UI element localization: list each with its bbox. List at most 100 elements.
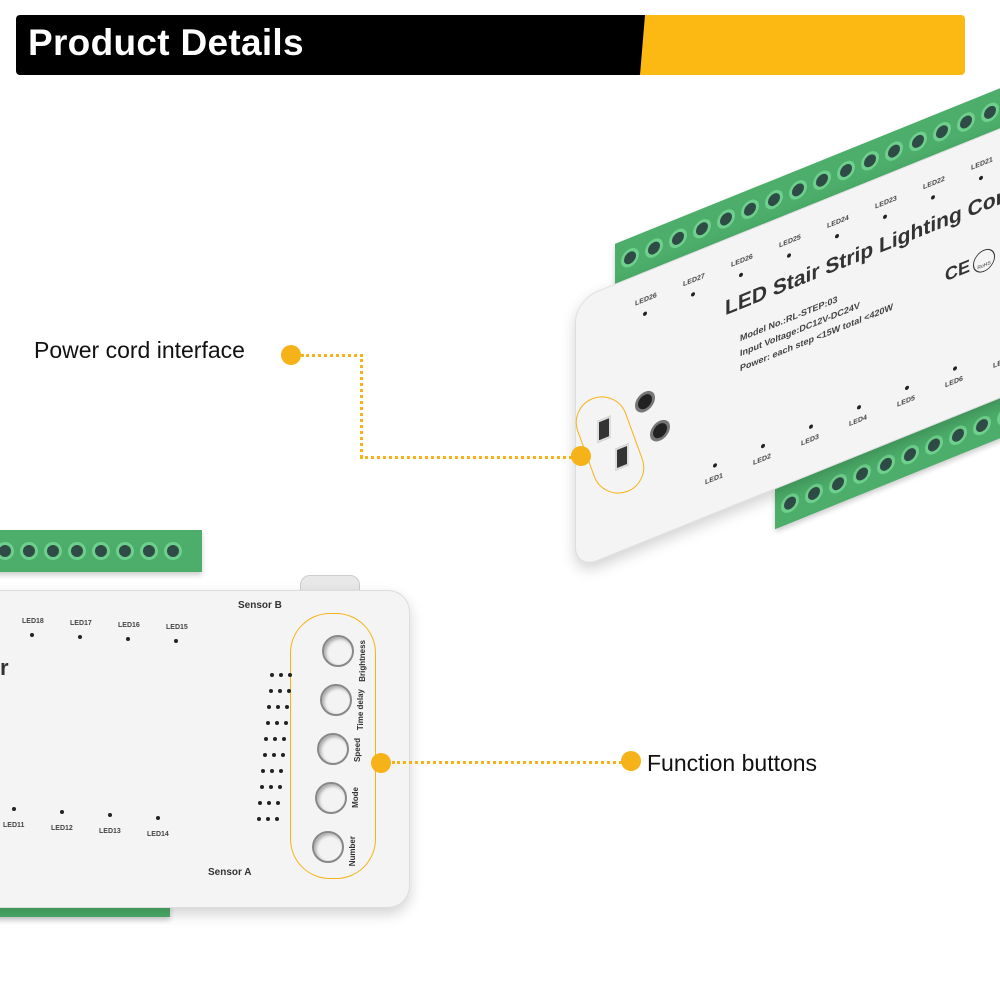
button-mode[interactable] <box>314 782 347 814</box>
vent-dot <box>283 721 288 725</box>
led-label: LED26 <box>635 291 657 308</box>
led-label: LED12 <box>51 825 73 832</box>
led-label: LED15 <box>166 624 188 631</box>
led-indicator <box>787 252 791 259</box>
led-indicator <box>174 639 178 643</box>
led-label: LED25 <box>779 233 801 250</box>
terminal-screw-icon <box>789 177 807 203</box>
terminal-screw-icon <box>837 157 855 184</box>
vent-dot <box>274 817 279 821</box>
vent-dot <box>268 689 273 693</box>
sensor-b-label: Sensor B <box>238 600 282 611</box>
led-indicator <box>12 807 16 811</box>
vent-dot <box>270 673 274 677</box>
led-label: LED26 <box>731 253 753 269</box>
vent-dot <box>258 801 262 805</box>
led-label: LED14 <box>147 831 169 838</box>
vent-dot <box>267 705 271 709</box>
page-title: Product Details <box>28 22 304 63</box>
button-label: Time delay <box>355 689 365 731</box>
led-indicator <box>857 404 861 411</box>
partial-title-letter: r <box>0 655 9 680</box>
led-indicator <box>883 213 887 220</box>
vent-dot <box>265 817 270 821</box>
button-time-delay[interactable] <box>319 684 352 716</box>
callout-line <box>360 354 363 458</box>
vent-dot <box>261 769 265 773</box>
led-indicator <box>739 272 743 278</box>
vent-dot <box>256 817 261 821</box>
button-label: Number <box>348 836 357 867</box>
led-indicator <box>905 385 909 391</box>
vent-dot <box>259 785 264 789</box>
led-label: LED1 <box>705 472 723 487</box>
sensor-a-label: Sensor A <box>208 867 252 878</box>
led-label: LED11 <box>3 822 25 829</box>
controller-device-top: LED Stair Strip Lighting Controll Model … <box>575 41 1000 571</box>
terminal-screw-icon <box>68 542 86 560</box>
terminal-screw-icon <box>781 490 799 516</box>
vent-dot <box>277 785 282 789</box>
button-label: Mode <box>350 787 360 808</box>
led-indicator <box>809 423 813 430</box>
function-buttons-label: Function buttons <box>647 750 818 776</box>
terminal-screw-icon <box>669 225 687 252</box>
callout-line <box>301 354 363 357</box>
led-indicator <box>713 462 717 469</box>
button-speed[interactable] <box>317 733 349 765</box>
led-indicator <box>156 816 160 820</box>
terminal-screw-icon <box>0 542 14 560</box>
terminal-screw-icon <box>909 128 927 155</box>
terminal-screw-icon <box>901 442 919 468</box>
screw-terminal-icon <box>635 387 655 416</box>
button-group-outline <box>290 613 376 879</box>
vent-dot <box>262 753 267 757</box>
callout-dot <box>571 446 591 466</box>
vent-dot <box>286 689 291 693</box>
terminal-screw-icon <box>829 471 847 497</box>
terminal-screw-icon <box>933 119 951 145</box>
vent-dot <box>276 705 280 709</box>
led-label: LED16 <box>118 622 140 629</box>
callout-line <box>392 761 622 764</box>
power-cord-label: Power cord interface <box>34 337 245 363</box>
button-label: Speed <box>353 738 362 763</box>
led-label: LED27 <box>683 272 705 289</box>
terminal-screw-icon <box>116 542 134 560</box>
terminal-screw-icon <box>44 542 62 560</box>
terminal-screw-icon <box>949 422 967 448</box>
led-indicator <box>60 810 64 814</box>
terminal-screw-icon <box>140 542 158 560</box>
terminal-screw-icon <box>813 167 831 193</box>
led-indicator <box>761 443 765 449</box>
led-indicator <box>691 291 695 298</box>
vent-dot <box>274 721 279 725</box>
callout-line <box>360 456 572 459</box>
led-label: LED22 <box>923 175 945 192</box>
terminal-screw-icon <box>973 412 991 439</box>
led-label: LED4 <box>849 414 867 429</box>
terminal-screw-icon <box>164 542 182 560</box>
led-indicator <box>979 175 983 181</box>
led-indicator <box>931 194 935 201</box>
rohs-mark: RoHS <box>973 245 995 277</box>
button-number[interactable] <box>312 831 344 863</box>
vent-dot <box>265 721 270 725</box>
led-label: LED13 <box>99 828 121 835</box>
callout-dot <box>621 751 641 771</box>
led-label: LED3 <box>801 433 819 448</box>
terminal-screw-icon <box>92 542 110 560</box>
led-label: LED21 <box>971 156 993 173</box>
led-label: LED2 <box>753 452 771 468</box>
button-brightness[interactable] <box>322 635 354 667</box>
vent-dot <box>285 705 289 709</box>
terminal-screw-icon <box>717 206 735 232</box>
callout-dot <box>371 753 391 773</box>
led-label: LED18 <box>22 618 44 625</box>
callout-dot <box>281 345 301 365</box>
led-indicator <box>835 233 839 239</box>
vent-dot <box>270 769 274 773</box>
led-indicator <box>30 633 34 637</box>
vent-dot <box>280 753 285 757</box>
